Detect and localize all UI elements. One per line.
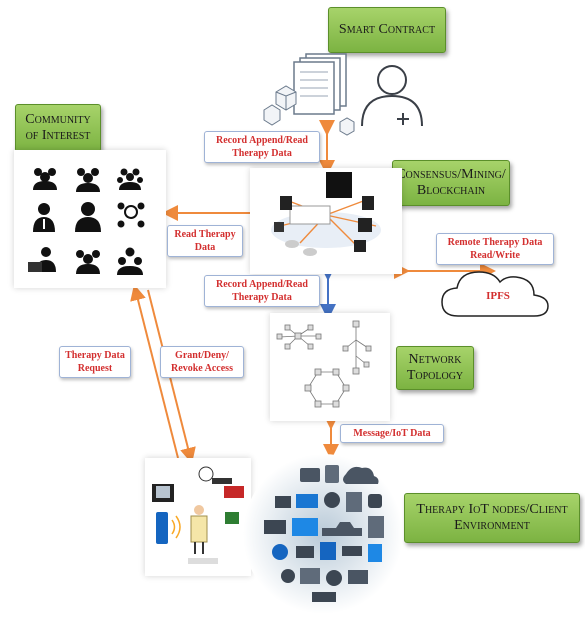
cloud-icon [441, 271, 549, 317]
network-people-icon [117, 202, 145, 228]
network-topology-panel [270, 313, 390, 421]
network-topology-label: Network Topology [406, 352, 464, 383]
documents-icon [293, 53, 347, 115]
remote-therapy-data-label: Remote Therapy Data Read/Write [436, 233, 554, 265]
devices-icon [152, 466, 244, 564]
message-iot-data-label: Message/IoT Data [340, 424, 444, 443]
doctor-icon [361, 65, 423, 127]
arrow-iot-community [130, 284, 179, 459]
consensus-box: Consensus/Mining/ Blockchain [392, 160, 510, 206]
grant-deny-revoke-label: Grant/Deny/ Revoke Access [160, 346, 244, 378]
people-group-icon [76, 250, 100, 274]
consensus-label: Consensus/Mining/ Blockchain [396, 167, 506, 198]
record-append-read-top-label: Record Append/Read Therapy Data [204, 131, 320, 163]
therapy-iot-label: Therapy IoT nodes/Client Environment [416, 502, 568, 533]
iot-devices-icon [264, 465, 384, 602]
smart-contract-label: Smart Contract [338, 22, 436, 37]
topology-diagrams [276, 320, 372, 408]
smart-contract-box: Smart Contract [328, 7, 446, 53]
person-icon [75, 202, 101, 232]
people-group-icon [76, 168, 100, 192]
community-of-interest-box: Community of Interest [15, 104, 101, 152]
community-of-interest-label: Community of Interest [25, 112, 91, 143]
businessman-icon [33, 203, 55, 232]
people-group-icon [117, 247, 143, 275]
therapy-data-request-label: Therapy Data Request [59, 346, 131, 378]
user-computer-icon [28, 247, 56, 272]
people-group-icon [33, 168, 57, 190]
cube-icon [263, 85, 355, 136]
ipfs-label: IPFS [486, 290, 510, 302]
read-therapy-data-label: Read Therapy Data [167, 225, 243, 257]
network-topology-box: Network Topology [396, 346, 474, 390]
people-group-icon [117, 168, 143, 190]
mining-network-icon [271, 172, 381, 256]
record-append-read-mid-label: Record Append/Read Therapy Data [204, 275, 320, 307]
therapy-iot-box: Therapy IoT nodes/Client Environment [404, 493, 580, 543]
